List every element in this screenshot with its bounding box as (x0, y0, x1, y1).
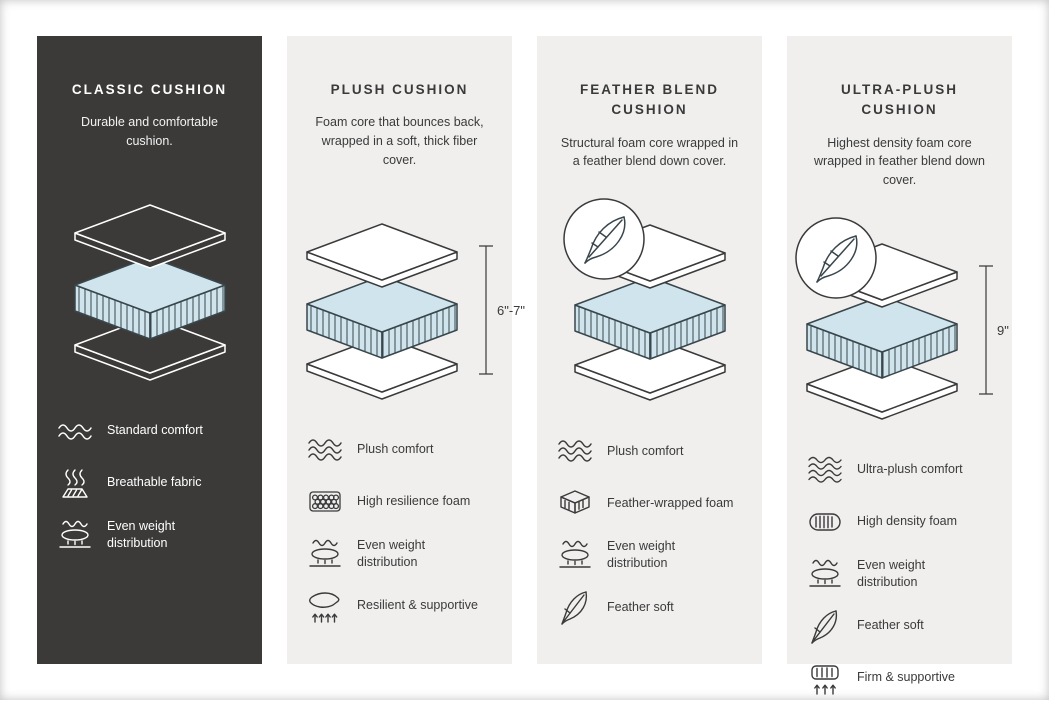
card-title: FEATHER BLEND CUSHION (580, 82, 719, 118)
cushion-diagram: 6"-7" (290, 204, 525, 404)
feature-list: Ultra-plush comfort High density foam Ev… (803, 450, 996, 710)
even-weight-icon (305, 534, 345, 574)
feature-label: Even weight distribution (107, 518, 176, 550)
height-marker (978, 265, 993, 395)
feature-row: Resilient & supportive (303, 586, 496, 626)
feature-label: Even weight distribution (607, 539, 676, 570)
feature-row: Feather soft (553, 587, 746, 627)
feature-row: Even weight distribution (803, 554, 996, 594)
height-label: 6"-7" (497, 303, 525, 318)
feature-row: Plush comfort (303, 430, 496, 470)
cushion-diagram (40, 185, 260, 385)
card-description: Durable and comfortable cushion. (81, 115, 218, 148)
feature-list: Plush comfort High resilience foam Even … (303, 430, 496, 638)
cushion-diagram: 9" (790, 217, 1010, 424)
feature-row: Feather soft (803, 606, 996, 646)
feature-list: Plush comfort Feather-wrapped foam Even … (553, 431, 746, 639)
feature-label: Even weight distribution (857, 557, 926, 589)
feature-label: Standard comfort (107, 423, 203, 438)
density-foam-icon (805, 502, 845, 542)
card-description: Structural foam core wrapped in a feathe… (560, 135, 739, 169)
feather-icon (805, 606, 845, 646)
card-title: PLUSH CUSHION (330, 82, 469, 97)
height-label: 9" (997, 323, 1009, 338)
feature-row: Standard comfort (53, 411, 246, 451)
feature-label: High density foam (857, 514, 958, 529)
feature-label: Plush comfort (607, 443, 684, 458)
feature-label: Resilient & supportive (357, 598, 478, 613)
even-weight-icon (555, 535, 595, 575)
waves-icon (555, 431, 595, 471)
feature-list: Standard comfort Breathable fabric Even … (53, 411, 246, 567)
card-classic-cushion: CLASSIC CUSHION Durable and comfortable … (37, 36, 262, 664)
spring-support-icon (305, 586, 345, 626)
firm-support-icon (805, 658, 845, 698)
feature-row: Plush comfort (553, 431, 746, 471)
feather-icon (555, 587, 595, 627)
foam-bubbles-icon (305, 482, 345, 522)
breathable-fabric-icon (55, 463, 95, 503)
waves-icon (55, 411, 95, 451)
cushion-diagram (540, 198, 760, 405)
feature-label: Ultra-plush comfort (857, 462, 963, 477)
card-title: ULTRA-PLUSH CUSHION (841, 82, 958, 118)
card-description: Highest density foam core wrapped in fea… (814, 135, 985, 188)
waves-icon (305, 430, 345, 470)
even-weight-icon (805, 554, 845, 594)
feature-row: Firm & supportive (803, 658, 996, 698)
feature-label: Breathable fabric (107, 475, 202, 490)
card-feather-blend-cushion: FEATHER BLEND CUSHION Structural foam co… (537, 36, 762, 664)
feature-label: Even weight distribution (357, 537, 426, 569)
feature-row: Even weight distribution (53, 515, 246, 555)
waves-icon (805, 450, 845, 490)
feature-label: Firm & supportive (857, 670, 955, 685)
feature-label: Feather soft (857, 618, 924, 633)
feature-row: High resilience foam (303, 482, 496, 522)
card-title: CLASSIC CUSHION (71, 82, 228, 97)
feature-row: High density foam (803, 502, 996, 542)
feature-label: Feather-wrapped foam (607, 495, 734, 510)
height-marker (478, 244, 493, 375)
feature-label: Feather soft (607, 599, 674, 614)
feature-row: Breathable fabric (53, 463, 246, 503)
feature-row: Even weight distribution (303, 534, 496, 574)
feature-row: Even weight distribution (553, 535, 746, 575)
feature-row: Ultra-plush comfort (803, 450, 996, 490)
even-weight-icon (55, 515, 95, 555)
feather-foam-icon (555, 483, 595, 523)
feature-label: Plush comfort (357, 442, 434, 457)
feature-row: Feather-wrapped foam (553, 483, 746, 523)
feature-label: High resilience foam (357, 494, 471, 509)
feather-badge (562, 198, 645, 280)
card-plush-cushion: PLUSH CUSHION Foam core that bounces bac… (287, 36, 525, 664)
card-ultra-plush-cushion: ULTRA-PLUSH CUSHION Highest density foam… (787, 36, 1012, 664)
feather-badge (794, 217, 877, 299)
card-description: Foam core that bounces back, wrapped in … (315, 115, 484, 167)
